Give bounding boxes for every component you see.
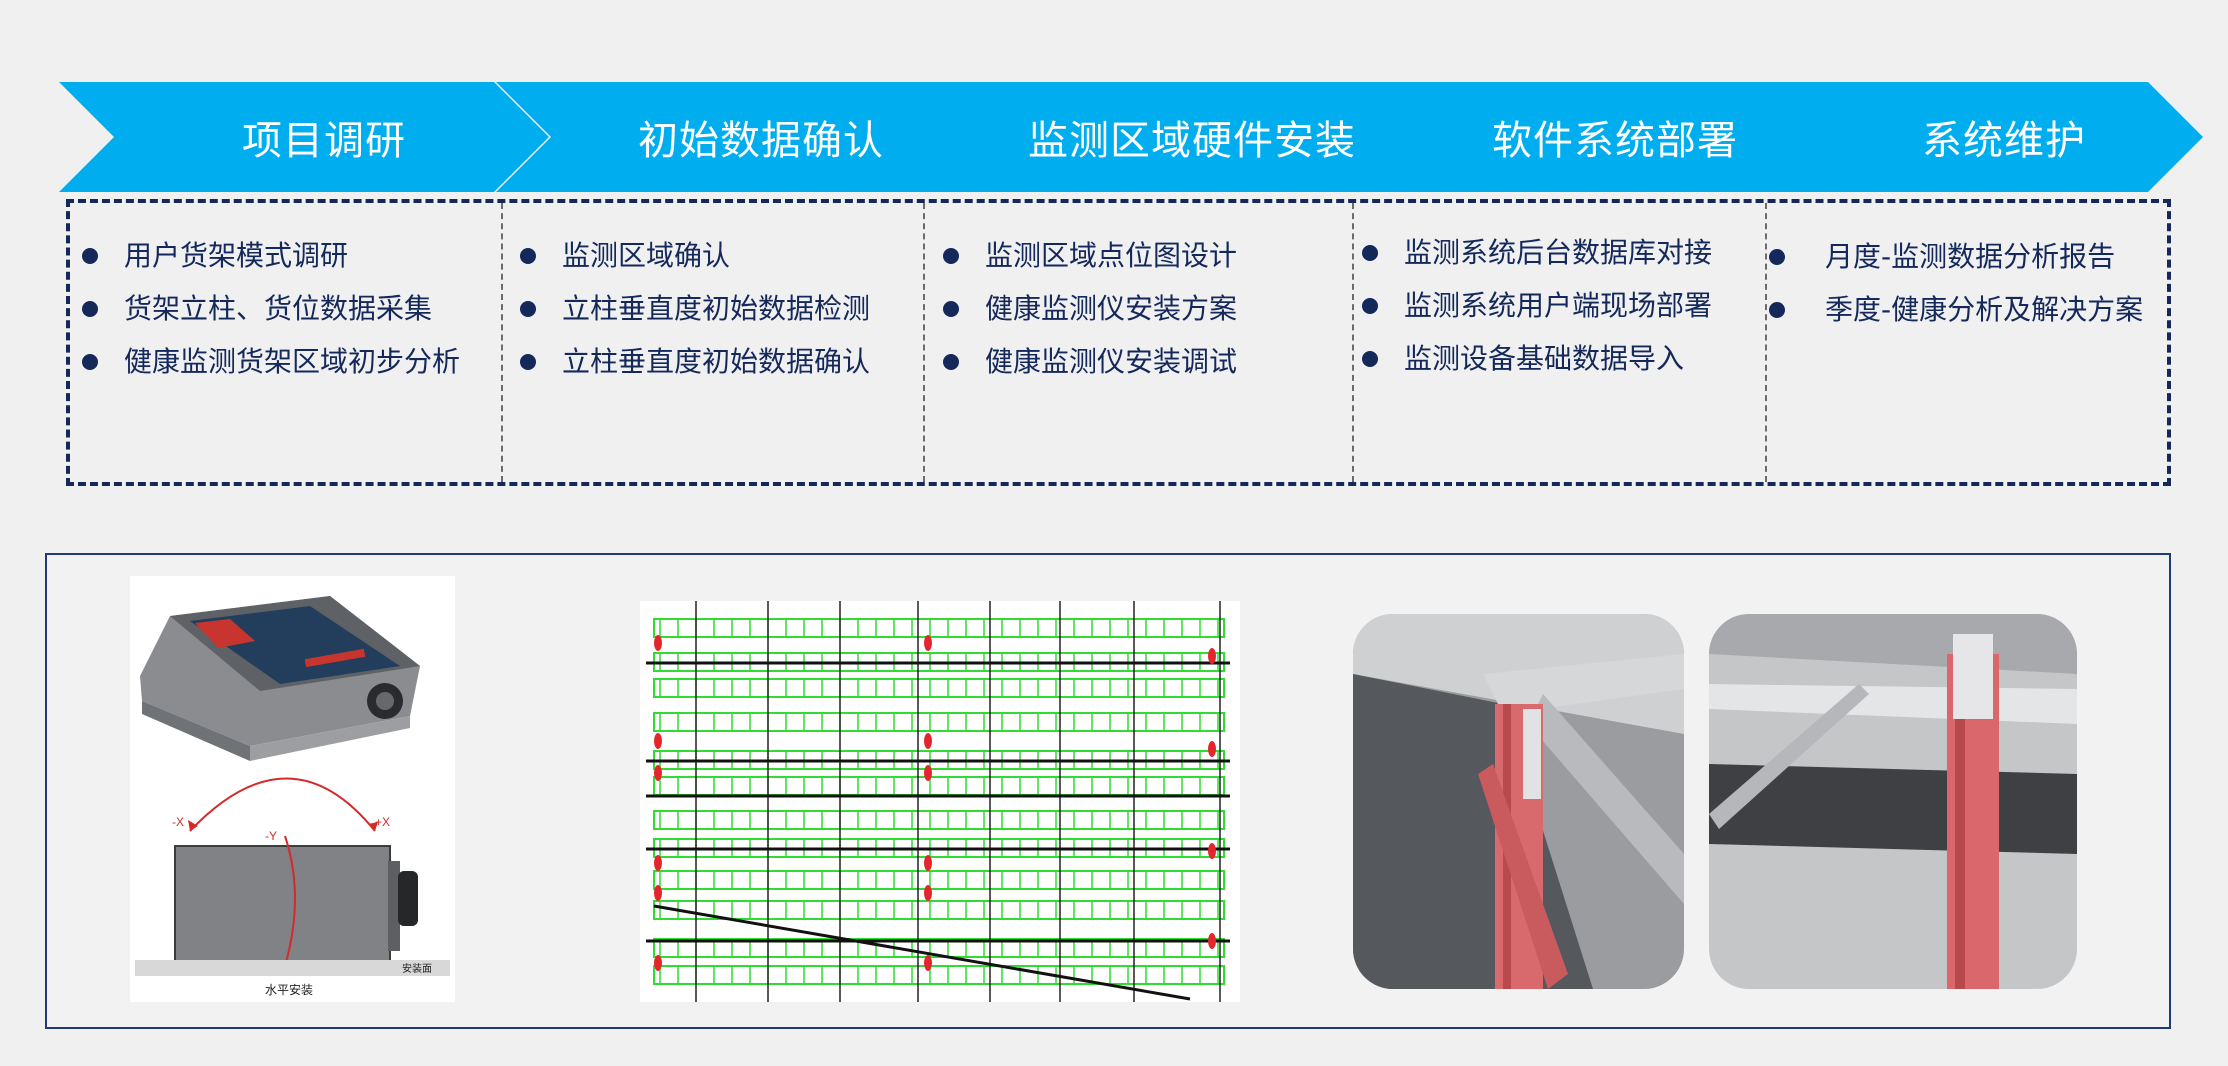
list-item: 季度-健康分析及解决方案: [1755, 283, 2143, 336]
sensor-point: [654, 855, 662, 871]
rack-row: [653, 678, 1225, 698]
column-initial-data: 监测区域确认 立柱垂直度初始数据检测 立柱垂直度初始数据确认: [506, 199, 921, 486]
device-side-view: [174, 845, 391, 962]
surface-label: 安装面: [402, 962, 432, 975]
column-software-deploy: 监测系统后台数据库对接 监测系统用户端现场部署 监测设备基础数据导入: [1348, 196, 1763, 483]
axis-label: +X: [375, 815, 390, 829]
list-item: 货架立柱、货位数据采集: [68, 282, 460, 335]
list-item: 健康监测仪安装调试: [929, 335, 1237, 388]
column-hardware-install: 监测区域点位图设计 健康监测仪安装方案 健康监测仪安装调试: [929, 199, 1349, 486]
bullet-list: 用户货架模式调研 货架立柱、货位数据采集 健康监测货架区域初步分析: [68, 229, 460, 388]
column-research: 用户货架模式调研 货架立柱、货位数据采集 健康监测货架区域初步分析: [68, 199, 498, 486]
step-label: 软件系统部署: [1492, 118, 1738, 164]
step-research: 项目调研: [59, 82, 549, 192]
y-rotation-arc: [284, 835, 296, 967]
bullet-list: 月度-监测数据分析报告 季度-健康分析及解决方案: [1755, 230, 2143, 336]
sensor-point: [924, 955, 932, 971]
list-item: 监测区域点位图设计: [929, 229, 1237, 282]
axis-label: -X: [172, 815, 184, 829]
column-divider: [1765, 203, 1767, 482]
sensor-point: [1208, 933, 1216, 949]
rack-layout-icon: [640, 601, 1240, 1002]
rack-row: [653, 712, 1225, 732]
rack-layout-drawing: [640, 601, 1240, 1002]
bullet-list: 监测区域点位图设计 健康监测仪安装方案 健康监测仪安装调试: [929, 229, 1237, 388]
step-initial-data: 初始数据确认: [496, 82, 986, 192]
rack-column-photo-icon: [1353, 614, 1684, 989]
step-label: 项目调研: [242, 118, 406, 164]
bullet-list: 监测系统后台数据库对接 监测系统用户端现场部署 监测设备基础数据导入: [1348, 226, 1712, 385]
device-front: [250, 716, 410, 761]
bullet-list: 监测区域确认 立柱垂直度初始数据检测 立柱垂直度初始数据确认: [506, 229, 870, 388]
column-divider: [501, 203, 503, 482]
list-item: 监测系统用户端现场部署: [1348, 279, 1712, 332]
list-item: 监测设备基础数据导入: [1348, 332, 1712, 385]
column-divider: [923, 203, 925, 482]
step-software-deploy: 软件系统部署: [1356, 82, 1834, 192]
rack-row: [653, 965, 1225, 985]
list-item: 监测系统后台数据库对接: [1348, 226, 1712, 279]
sensor-point: [1208, 648, 1216, 664]
sensor-point: [654, 635, 662, 651]
step-label: 监测区域硬件安装: [1028, 118, 1356, 164]
rack-row: [653, 618, 1225, 638]
step-label: 初始数据确认: [638, 118, 884, 164]
rack-photo-2: [1709, 614, 2077, 989]
tilt-sensor-diagram: -X +X -Y +Y 安装面 水平安装: [130, 576, 455, 1002]
rotation-arc: [189, 777, 376, 832]
sensor-point: [924, 635, 932, 651]
sensor-point: [924, 765, 932, 781]
device-side: [142, 701, 250, 761]
list-item: 立柱垂直度初始数据确认: [506, 335, 870, 388]
rack-row: [653, 870, 1225, 890]
sensor-point: [654, 955, 662, 971]
column-divider: [1352, 203, 1354, 482]
rack-row: [653, 810, 1225, 830]
step-maintenance: 系统维护: [1765, 82, 2203, 192]
sensor-icon: [1953, 634, 1993, 719]
list-item: 健康监测货架区域初步分析: [68, 335, 460, 388]
install-caption: 水平安装: [265, 982, 313, 997]
sensor-icon: [1523, 709, 1541, 799]
sensor-point: [924, 733, 932, 749]
list-item: 监测区域确认: [506, 229, 870, 282]
tilt-sensor-icon: -X +X -Y +Y 安装面 水平安装: [135, 596, 450, 997]
list-item: 用户货架模式调研: [68, 229, 460, 282]
diagonal-line: [653, 904, 1191, 1001]
rack-row: [653, 900, 1225, 920]
list-item: 健康监测仪安装方案: [929, 282, 1237, 335]
device-label-strip: [304, 648, 366, 668]
connector-side-icon: [398, 871, 418, 926]
step-hardware-install: 监测区域硬件安装: [927, 82, 1417, 192]
mounting-surface: [135, 960, 450, 976]
process-steps: 项目调研 初始数据确认 监测区域硬件安装 软件系统部署 系统维护: [59, 82, 2203, 192]
rack-column-beam-photo-icon: [1709, 614, 2077, 989]
step-label: 系统维护: [1922, 118, 2086, 164]
device-logo: [195, 619, 255, 648]
sensor-point: [924, 885, 932, 901]
axis-label: -Y: [265, 829, 277, 843]
rack-row: [653, 938, 1225, 958]
rack-photo-1: [1353, 614, 1684, 989]
sensor-point: [1208, 741, 1216, 757]
step-details-box: [66, 199, 2171, 486]
list-item: 月度-监测数据分析报告: [1755, 230, 2143, 283]
sensor-point: [654, 733, 662, 749]
sensor-point: [924, 855, 932, 871]
sensor-point: [654, 885, 662, 901]
device-panel: [190, 606, 400, 684]
list-item: 立柱垂直度初始数据检测: [506, 282, 870, 335]
sensor-point: [1208, 843, 1216, 859]
sensor-point: [654, 765, 662, 781]
column-maintenance: 月度-监测数据分析报告 季度-健康分析及解决方案: [1755, 200, 2167, 487]
